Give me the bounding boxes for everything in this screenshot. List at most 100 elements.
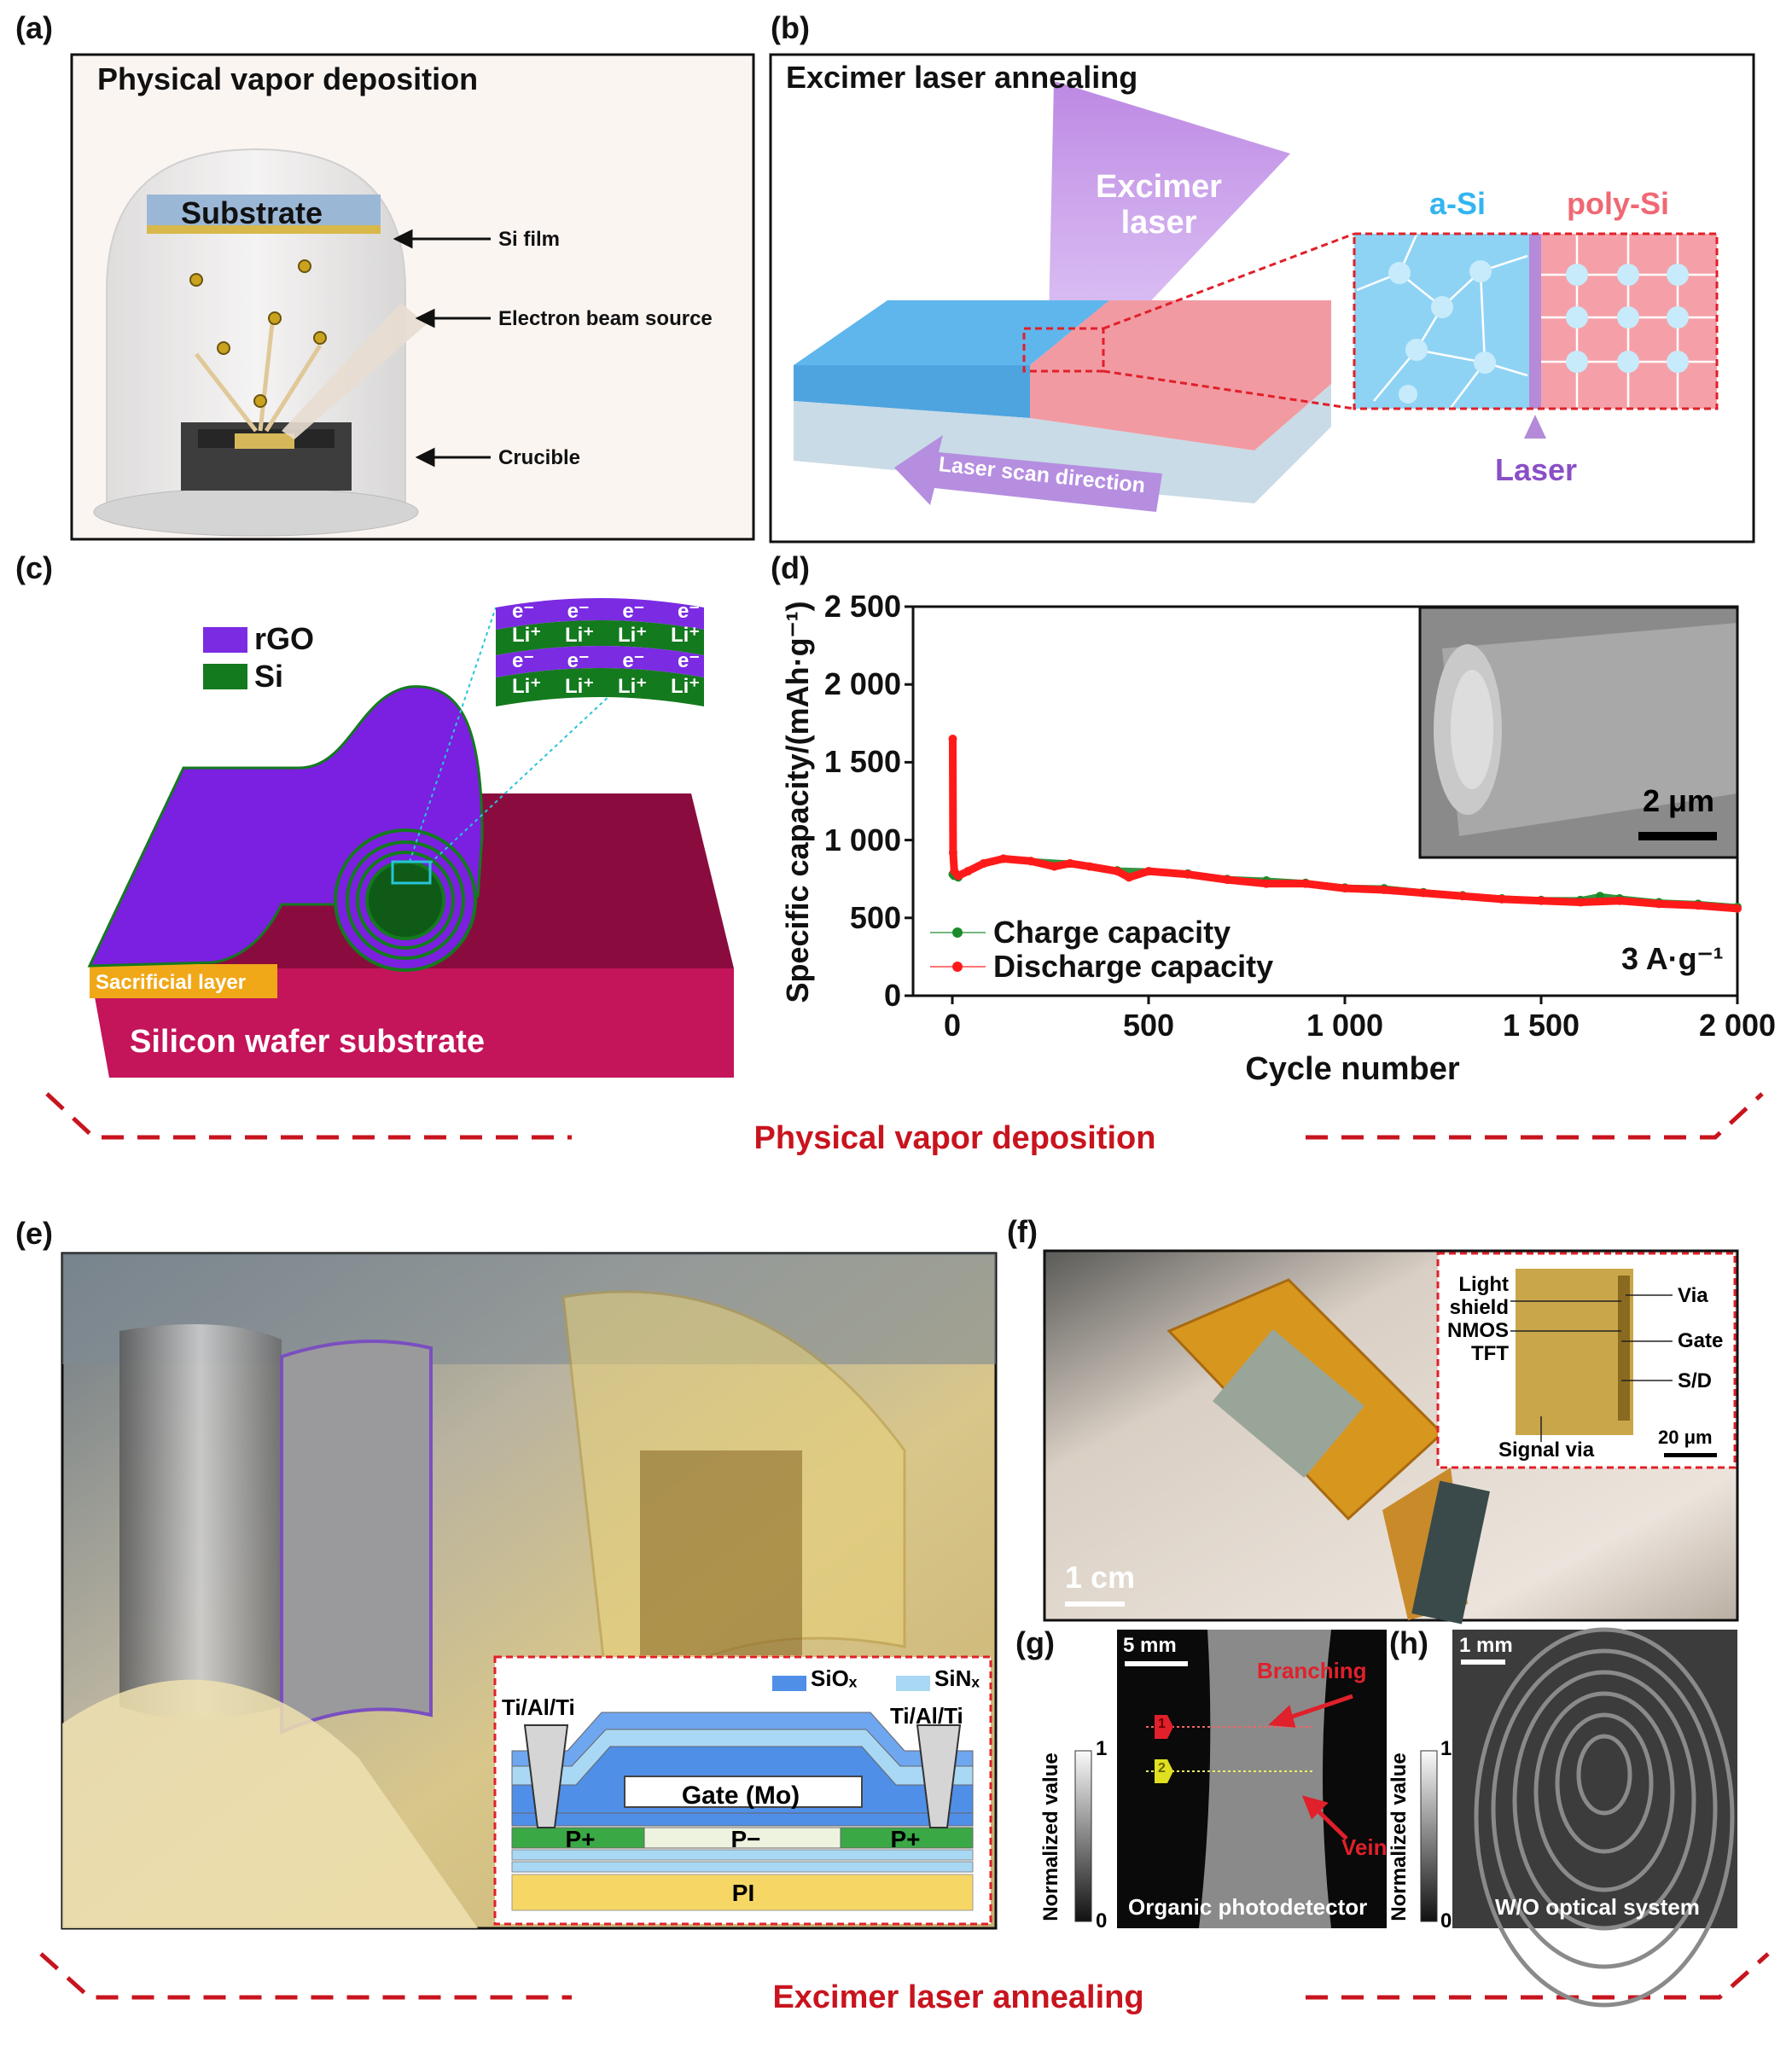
panel-e-photo bbox=[61, 1252, 998, 1930]
laser-position-label: Laser bbox=[1495, 452, 1578, 487]
h-colorbar-label: Normalized value bbox=[1388, 1752, 1411, 1921]
section-label-pvd: Physical vapor deposition bbox=[753, 1120, 1156, 1156]
sem-scale-bar-label: 2 μm bbox=[1643, 783, 1715, 818]
panel-b-title: Excimer laser annealing bbox=[786, 60, 1138, 95]
x-tick-label: 0 bbox=[943, 1008, 962, 1043]
x-tick-label: 1 000 bbox=[1306, 1008, 1384, 1043]
signal-via-label: Signal via bbox=[1498, 1439, 1595, 1462]
tft-cross-section bbox=[511, 1676, 974, 1911]
a-si-label: a-Si bbox=[1429, 186, 1487, 221]
electron: e⁻ bbox=[567, 649, 590, 672]
lithium-ion: Li⁺ bbox=[565, 624, 594, 647]
panel-b-label: (b) bbox=[771, 10, 810, 45]
x-tick-label: 1 500 bbox=[1502, 1008, 1580, 1043]
section-label-ela: Excimer laser annealing bbox=[772, 1979, 1144, 2015]
inset-scale-label: 20 μm bbox=[1658, 1427, 1713, 1448]
x-tick-label: 500 bbox=[1122, 1008, 1175, 1043]
panel-f-label: (f) bbox=[1007, 1214, 1038, 1249]
p-minus-label: P− bbox=[730, 1826, 761, 1852]
laser-beam bbox=[1048, 81, 1290, 358]
vein-label: Vein bbox=[1341, 1834, 1388, 1860]
g-colorbar-label: Normalized value bbox=[1039, 1752, 1062, 1921]
y-tick-label: 0 bbox=[883, 978, 901, 1013]
vacuum-dome bbox=[106, 148, 406, 513]
nmos-line2: TFT bbox=[1471, 1342, 1509, 1365]
crucible-callout: Crucible bbox=[498, 446, 581, 469]
light-shield-line1: Light bbox=[1458, 1273, 1509, 1296]
panel-h-label: (h) bbox=[1389, 1625, 1428, 1660]
legend-rgo: rGO bbox=[254, 621, 315, 656]
x-tick-label: 2 000 bbox=[1698, 1008, 1777, 1043]
contact-left-label: Ti/Al/Ti bbox=[502, 1694, 575, 1720]
panel-c-graphic bbox=[87, 598, 734, 1078]
h-colorbar-min: 0 bbox=[1440, 1909, 1452, 1933]
light-shield-label: Light shield NMOS TFT bbox=[1447, 1273, 1509, 1365]
lithium-ion: Li⁺ bbox=[618, 675, 647, 698]
panel-e-label: (e) bbox=[15, 1216, 53, 1251]
rolled-tube bbox=[334, 828, 477, 972]
y-axis-title: Specific capacity/(mAh·g⁻¹) bbox=[780, 601, 815, 1003]
panel-a-title: Physical vapor deposition bbox=[97, 61, 479, 96]
pi-label: PI bbox=[731, 1880, 755, 1906]
panel-a-graphic bbox=[70, 53, 755, 541]
excimer-laser-label: Excimer laser bbox=[1096, 169, 1222, 241]
electron-row-2: e⁻e⁻e⁻e⁻ bbox=[512, 648, 700, 673]
poly-si-label: poly-Si bbox=[1567, 186, 1670, 221]
via-label: Via bbox=[1678, 1284, 1708, 1307]
substrate-bar bbox=[147, 195, 381, 225]
sacrificial-layer bbox=[90, 964, 277, 998]
y-tick-label: 2 500 bbox=[823, 589, 901, 624]
contact-right-label: Ti/Al/Ti bbox=[890, 1703, 963, 1729]
sacrificial-layer-label: Sacrificial layer bbox=[96, 971, 247, 994]
panel-b-graphic bbox=[769, 53, 1755, 543]
panel-g-label: (g) bbox=[1015, 1625, 1055, 1660]
branching-label: Branching bbox=[1257, 1658, 1367, 1683]
substrate-label: Substrate bbox=[181, 195, 323, 230]
electron-row-1: e⁻e⁻e⁻e⁻ bbox=[512, 599, 700, 624]
excimer-laser-line1: Excimer bbox=[1096, 169, 1222, 205]
si-film-callout: Si film bbox=[498, 228, 561, 251]
lithium-ion: Li⁺ bbox=[565, 675, 594, 698]
sem-inset bbox=[1418, 606, 1739, 859]
panel-a-label: (a) bbox=[15, 10, 53, 45]
panel-g-image bbox=[1074, 1630, 1387, 1928]
section-brackets bbox=[39, 1092, 1770, 2000]
p-plus-left-label: P+ bbox=[565, 1826, 596, 1852]
electron-beam bbox=[282, 303, 427, 439]
h-colorbar-max: 1 bbox=[1440, 1737, 1452, 1760]
excimer-laser-line2: laser bbox=[1120, 205, 1197, 241]
legend-si: Si bbox=[254, 659, 284, 694]
light-shield-line2: shield bbox=[1449, 1296, 1509, 1319]
panel-c-label: (c) bbox=[15, 550, 53, 585]
y-tick-label: 1 000 bbox=[823, 822, 901, 857]
current-density-annotation: 3 A·g⁻¹ bbox=[1621, 941, 1724, 976]
gate-label: Gate (Mo) bbox=[681, 1782, 800, 1810]
y-tick-label: 2 000 bbox=[823, 666, 901, 702]
electron: e⁻ bbox=[622, 649, 645, 672]
sd-label: S/D bbox=[1678, 1369, 1713, 1392]
panel-f-photo bbox=[1043, 1249, 1739, 1625]
lithium-ion: Li⁺ bbox=[671, 675, 700, 698]
x-axis-title: Cycle number bbox=[1245, 1051, 1460, 1087]
nmos-line1: NMOS bbox=[1447, 1319, 1509, 1342]
g-scale-bar-label: 5 mm bbox=[1123, 1634, 1177, 1657]
p-plus-right-label: P+ bbox=[890, 1826, 921, 1852]
h-caption: W/O optical system bbox=[1495, 1894, 1700, 1920]
gate-inset-label: Gate bbox=[1678, 1329, 1724, 1352]
laser-position-triangle bbox=[1524, 415, 1546, 439]
lithium-ion: Li⁺ bbox=[671, 624, 700, 647]
electron: e⁻ bbox=[622, 600, 645, 623]
marker-1: 1 bbox=[1158, 1717, 1166, 1731]
legend-discharge: Discharge capacity bbox=[993, 949, 1274, 984]
marker-2: 2 bbox=[1158, 1761, 1166, 1776]
si-film bbox=[147, 225, 381, 234]
lithium-ion: Li⁺ bbox=[618, 624, 647, 647]
y-tick-label: 1 500 bbox=[823, 744, 901, 780]
electron-beam-callout: Electron beam source bbox=[498, 307, 713, 330]
lithium-row-1: Li⁺ Li⁺ Li⁺ Li⁺ bbox=[512, 623, 700, 648]
siox-legend: SiOₓ bbox=[811, 1665, 858, 1691]
lithium-ion: Li⁺ bbox=[512, 624, 541, 647]
sinx-legend: SiNₓ bbox=[934, 1665, 980, 1691]
ion-band-inset bbox=[496, 598, 704, 706]
panel-h-image bbox=[1420, 1627, 1737, 2008]
